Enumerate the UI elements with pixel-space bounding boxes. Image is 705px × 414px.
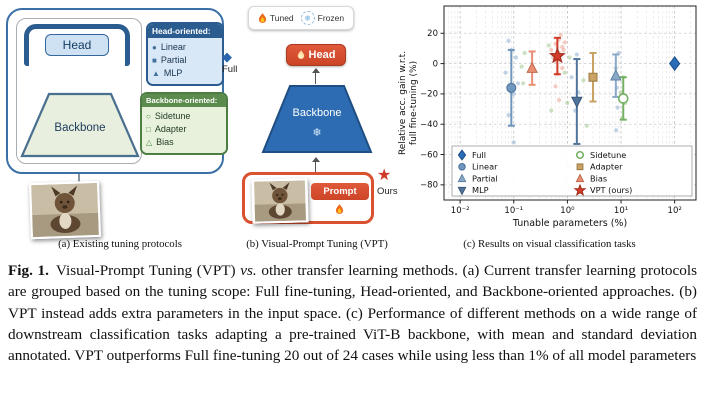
caption-vs: vs. bbox=[240, 262, 257, 279]
svg-text:VPT (ours): VPT (ours) bbox=[590, 185, 632, 195]
svg-text:Tunable parameters (%): Tunable parameters (%) bbox=[512, 218, 627, 229]
backbone-label-b: Backbone bbox=[293, 107, 342, 119]
arrow-up-icon bbox=[311, 157, 320, 162]
flame-icon bbox=[335, 202, 344, 220]
svg-text:full fine-tuning (%): full fine-tuning (%) bbox=[409, 61, 419, 145]
figure-caption-label: Fig. 1. bbox=[8, 262, 49, 279]
subcaption-c: (c) Results on visual classification tas… bbox=[463, 238, 636, 250]
backbone-legend-body: ○ Sidetune □ Adapter △ Bias bbox=[142, 107, 226, 154]
dog-photo-a bbox=[29, 180, 101, 240]
open-square-marker-icon: □ bbox=[146, 124, 151, 134]
legend-item-adapter: □ Adapter bbox=[146, 123, 222, 136]
snowflake-icon: ❄ bbox=[300, 11, 315, 25]
arrow-shaft bbox=[314, 73, 317, 84]
flame-icon bbox=[258, 12, 266, 23]
ours-label: Ours bbox=[377, 186, 398, 197]
open-circle-marker-icon: ○ bbox=[146, 111, 151, 121]
head-label-a: Head bbox=[62, 38, 92, 52]
full-label: Full bbox=[222, 64, 238, 75]
svg-text:20: 20 bbox=[427, 29, 438, 39]
backbone-shape-b bbox=[261, 85, 373, 153]
svg-text:10⁻¹: 10⁻¹ bbox=[504, 206, 523, 216]
triangle-marker-icon: ▲ bbox=[152, 68, 160, 78]
legend-label: Linear bbox=[160, 42, 186, 52]
snowflake-icon: ❄ bbox=[312, 127, 321, 139]
square-marker-icon: ■ bbox=[152, 55, 157, 65]
prompt-chip: Prompt bbox=[311, 183, 369, 200]
tuned-frozen-legend: Tuned ❄ Frozen bbox=[248, 6, 354, 30]
prompt-label: Prompt bbox=[323, 186, 357, 197]
svg-text:MLP: MLP bbox=[472, 185, 489, 195]
legend-label: Adapter bbox=[154, 124, 187, 135]
legend-label: Bias bbox=[156, 137, 174, 148]
backbone-shape-a bbox=[20, 92, 140, 158]
head-box-b: Head bbox=[286, 44, 346, 66]
subcaption-b: (b) Visual-Prompt Tuning (VPT) bbox=[246, 238, 388, 250]
circle-marker-icon: ● bbox=[152, 42, 157, 52]
dog-photo-b bbox=[251, 178, 309, 224]
svg-text:0: 0 bbox=[433, 59, 438, 69]
full-diamond-icon: ◆ bbox=[222, 49, 232, 64]
legend-label: MLP bbox=[163, 68, 183, 79]
svg-text:Bias: Bias bbox=[590, 173, 607, 183]
svg-text:10¹: 10¹ bbox=[614, 206, 628, 216]
panel-b-vpt: Tuned ❄ Frozen Head Backbone ❄ bbox=[240, 6, 398, 238]
svg-text:10⁻²: 10⁻² bbox=[451, 206, 470, 216]
legend-item-bias: △ Bias bbox=[146, 136, 222, 149]
svg-text:Sidetune: Sidetune bbox=[590, 150, 626, 160]
caption-text-1: Visual-Prompt Tuning (VPT) bbox=[55, 262, 241, 279]
flame-icon bbox=[297, 50, 304, 59]
figure-area: Head Backbone Head-oriented: ● Linear ■ … bbox=[6, 0, 705, 250]
legend-item-sidetune: ○ Sidetune bbox=[146, 110, 222, 123]
prompt-input-box: Prompt bbox=[242, 172, 374, 224]
legend-item-mlp: ▲ MLP bbox=[152, 67, 218, 80]
head-bracket bbox=[24, 24, 130, 66]
tuned-label: Tuned bbox=[269, 13, 294, 23]
caption-text-2: other transfer learning methods. (a) Cur… bbox=[8, 262, 697, 365]
panel-a-existing-protocols: Head Backbone Head-oriented: ● Linear ■ … bbox=[6, 6, 240, 240]
legend-label: Partial bbox=[160, 55, 187, 66]
svg-text:Adapter: Adapter bbox=[590, 162, 623, 172]
head-box-a: Head bbox=[45, 34, 109, 56]
svg-text:Partial: Partial bbox=[472, 173, 498, 183]
panel-c-results-chart: 20 0 −20 −40 −60 −80 10⁻² 10⁻¹ 10⁰ 10¹ 10² Tunable … bbox=[394, 0, 705, 238]
legend-item-linear: ● Linear bbox=[152, 41, 218, 54]
arrow-shaft bbox=[314, 162, 317, 172]
head-oriented-legend: Head-oriented: ● Linear ■ Partial ▲ MLP bbox=[146, 22, 224, 87]
svg-text:−20: −20 bbox=[420, 90, 438, 100]
head-legend-body: ● Linear ■ Partial ▲ MLP bbox=[148, 38, 222, 85]
frozen-legend-entry: ❄ Frozen bbox=[300, 11, 345, 25]
dog-illustration bbox=[254, 180, 306, 222]
model-outline-box bbox=[16, 18, 142, 164]
legend-item-partial: ■ Partial bbox=[152, 54, 218, 67]
backbone-legend-title: Backbone-oriented: bbox=[142, 94, 226, 107]
backbone-trapezoid-a: Backbone bbox=[20, 92, 140, 158]
backbone-trapezoid-b: Backbone ❄ bbox=[261, 85, 373, 153]
svg-text:−60: −60 bbox=[420, 150, 438, 160]
subcaption-a: (a) Existing tuning protocols bbox=[58, 238, 182, 250]
legend-label: Sidetune bbox=[154, 111, 191, 121]
backbone-label-a: Backbone bbox=[54, 122, 105, 134]
results-scatter-chart: 20 0 −20 −40 −60 −80 10⁻² 10⁻¹ 10⁰ 10¹ 10² Tunable … bbox=[398, 5, 697, 229]
figure-caption: Fig. 1. Visual-Prompt Tuning (VPT) vs. ot… bbox=[8, 260, 697, 366]
head-label-b: Head bbox=[308, 49, 336, 61]
tuned-legend-entry: Tuned bbox=[258, 12, 294, 24]
backbone-oriented-legend: Backbone-oriented: ○ Sidetune □ Adapter … bbox=[140, 92, 228, 156]
ours-star-icon: ★ bbox=[377, 167, 392, 184]
svg-text:10²: 10² bbox=[668, 206, 682, 216]
svg-text:−80: −80 bbox=[420, 181, 438, 191]
svg-text:10⁰: 10⁰ bbox=[560, 206, 575, 216]
svg-text:−40: −40 bbox=[420, 120, 438, 130]
arrow-up-icon bbox=[311, 68, 320, 73]
svg-text:Full: Full bbox=[472, 150, 486, 160]
head-legend-title: Head-oriented: bbox=[148, 24, 222, 38]
svg-text:Relative acc. gain w.r.t.: Relative acc. gain w.r.t. bbox=[398, 51, 408, 155]
dog-illustration bbox=[31, 182, 99, 238]
open-triangle-marker-icon: △ bbox=[146, 137, 153, 147]
svg-text:Linear: Linear bbox=[472, 162, 498, 172]
frozen-label: Frozen bbox=[317, 13, 345, 23]
